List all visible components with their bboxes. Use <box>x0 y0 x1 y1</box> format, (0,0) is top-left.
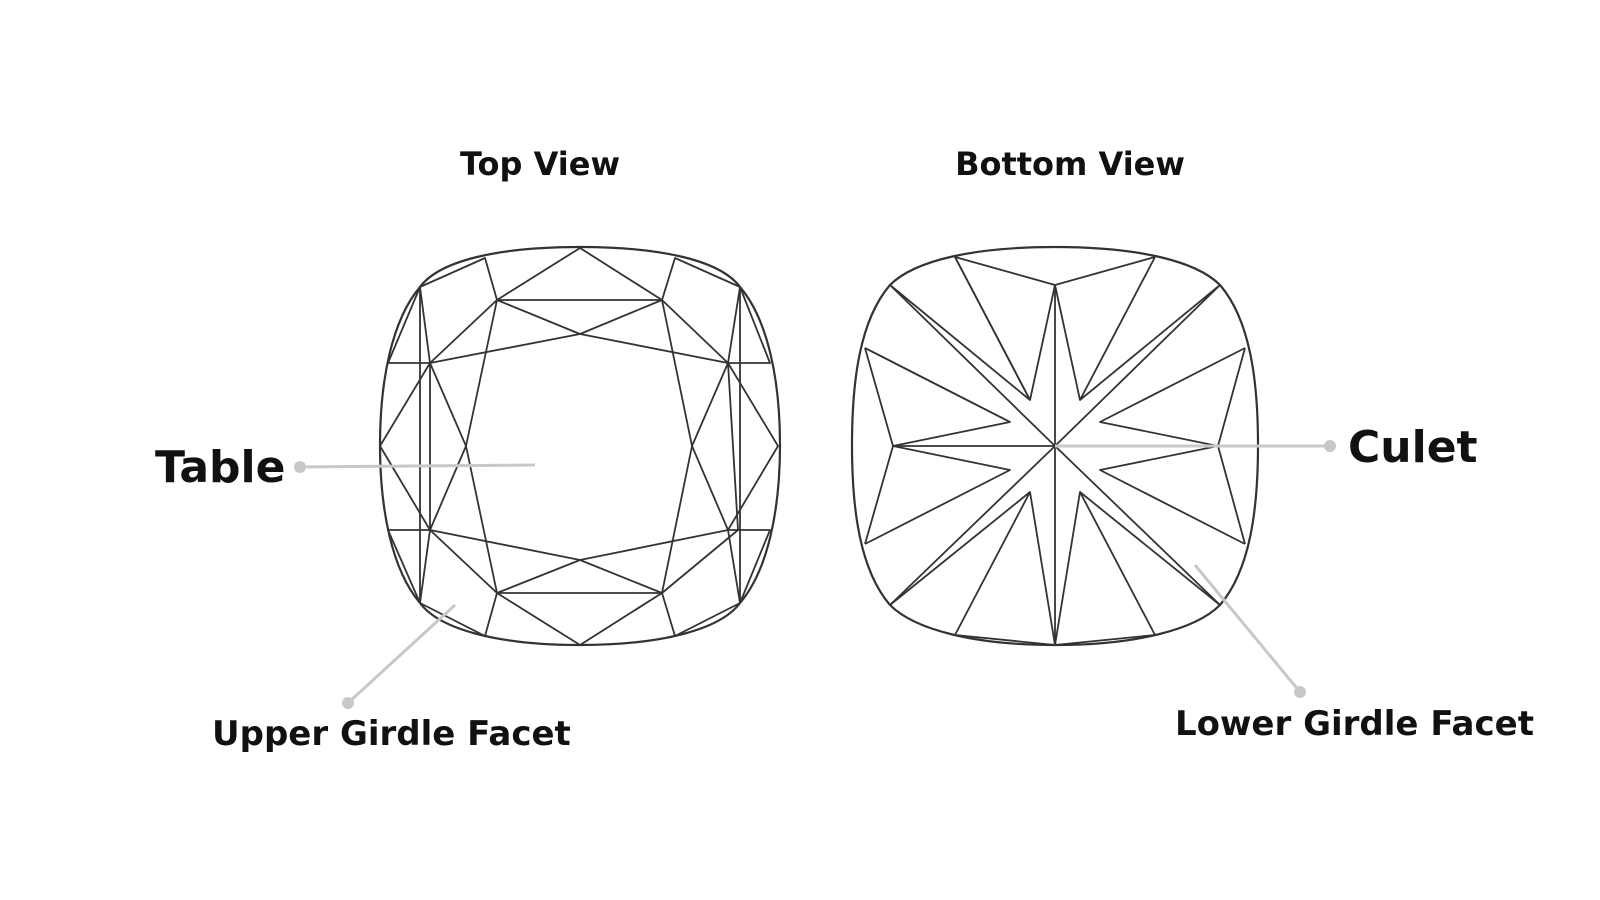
table-leader-line <box>299 463 536 469</box>
kite-left-bottom <box>864 445 1011 545</box>
pavilion-line-2 <box>1054 284 1221 447</box>
upper-girdle-br-2 <box>728 529 771 604</box>
star-facet-bottom-inner <box>496 559 663 594</box>
lower-facet-tl-b <box>864 347 1011 423</box>
star-facet-bottom <box>496 592 663 646</box>
pavilion-line-4 <box>1054 445 1221 606</box>
lower-girdle-leader-dot <box>1294 686 1306 698</box>
lower-facet-br-c <box>1079 491 1221 606</box>
upper-girdle-bl-2 <box>387 529 430 604</box>
table-line-1 <box>429 333 581 364</box>
lower-girdle-facet-callout: Lower Girdle Facet <box>1175 564 1534 744</box>
lower-girdle-bottom <box>954 634 1156 646</box>
upper-girdle-tr-2 <box>728 286 771 364</box>
culet-label: Culet <box>1348 422 1478 473</box>
table-label: Table <box>155 442 285 493</box>
star-facet-left <box>379 362 431 531</box>
table-line-5 <box>465 299 498 447</box>
lower-facet-tl-c <box>889 284 1031 401</box>
lower-girdle-facet-label: Lower Girdle Facet <box>1175 704 1534 744</box>
table-line-3 <box>429 529 581 561</box>
upper-girdle-tr-1 <box>661 257 741 364</box>
culet-callout: Culet <box>1055 422 1478 473</box>
culet-leader-dot <box>1324 440 1336 452</box>
upper-girdle-br-1 <box>661 529 741 637</box>
pavilion-line-3 <box>889 445 1056 606</box>
upper-girdle-leader-dot <box>342 697 354 709</box>
upper-girdle-facet-label: Upper Girdle Facet <box>212 714 571 754</box>
table-line-4 <box>579 529 729 561</box>
table-line-2 <box>579 333 729 364</box>
bottom-view-title: Bottom View <box>955 145 1185 183</box>
pavilion-line-1 <box>889 284 1056 447</box>
upper-girdle-tl-1 <box>419 257 498 364</box>
star-facet-left-inner <box>429 362 467 531</box>
bottom-view-facet-lines <box>864 256 1246 646</box>
star-facet-right <box>727 362 779 531</box>
kite-right-bottom <box>1099 445 1246 545</box>
upper-girdle-facet-callout: Upper Girdle Facet <box>212 603 571 754</box>
lower-facet-tl-a <box>954 256 1031 401</box>
kite-right-top <box>1099 347 1246 447</box>
table-line-6 <box>465 445 498 594</box>
star-facet-top-inner <box>496 299 663 335</box>
lower-girdle-leader-line <box>1193 564 1302 693</box>
upper-girdle-leader-line <box>346 603 457 705</box>
table-line-7 <box>661 299 693 447</box>
lower-facet-bl-c <box>889 491 1031 606</box>
star-facet-top <box>496 247 663 301</box>
top-view-diamond <box>378 245 782 647</box>
top-view-facet-lines <box>379 247 779 646</box>
lower-girdle-top <box>954 256 1156 286</box>
top-view-girdle-outline <box>378 245 782 647</box>
kite-left-top <box>864 347 1011 447</box>
upper-girdle-bl-1 <box>419 529 498 637</box>
kite-bottom-right <box>1054 491 1156 646</box>
table-line-8 <box>661 445 693 594</box>
top-view-title: Top View <box>460 145 620 183</box>
lower-girdle-left <box>864 347 894 545</box>
table-leader-dot <box>294 461 306 473</box>
upper-girdle-tl-2 <box>387 286 430 364</box>
kite-bottom-left <box>954 491 1056 646</box>
table-callout: Table <box>155 442 536 493</box>
star-facet-right-inner <box>691 362 729 531</box>
lower-facet-tr-c <box>1079 284 1221 401</box>
